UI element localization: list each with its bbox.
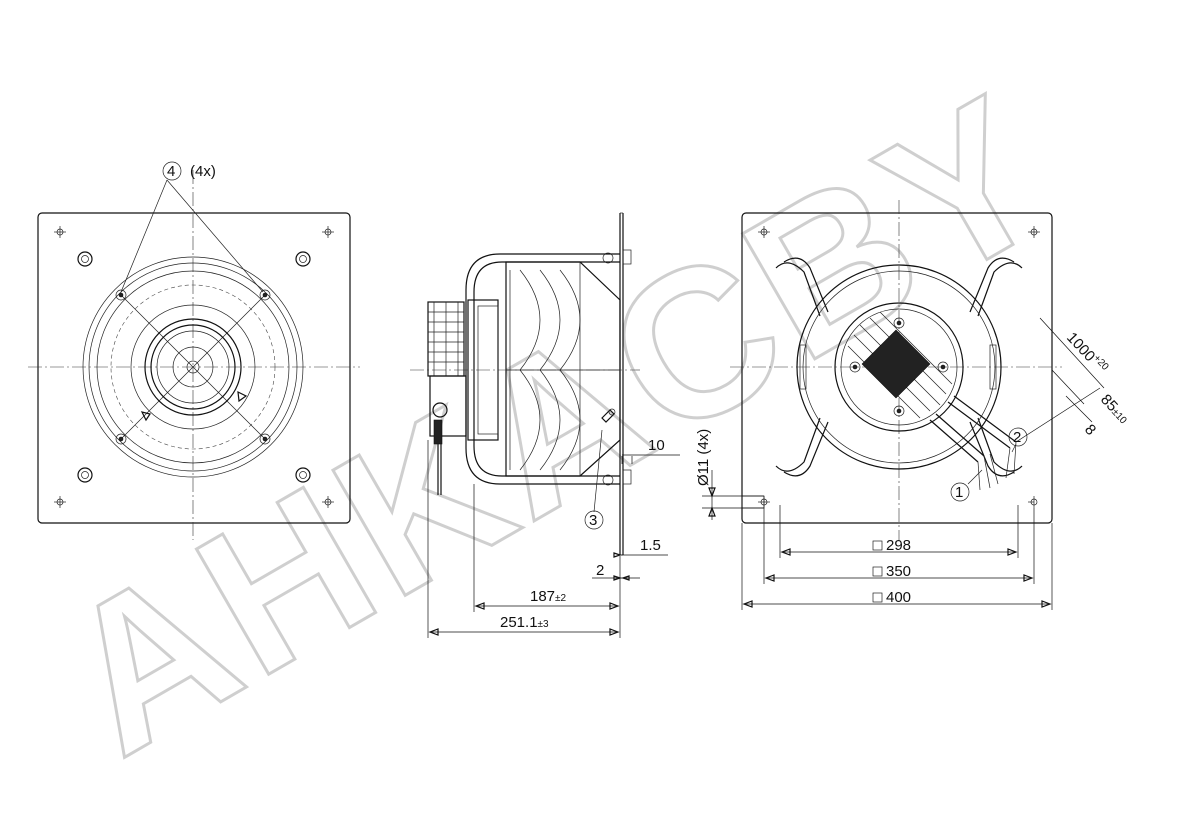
svg-text:187±2: 187±2 [530,588,567,605]
corner-holes [54,226,334,508]
svg-text:400: 400 [886,589,911,606]
callout-4: 4 (4x) [162,161,216,181]
svg-text:251.1±3: 251.1±3 [500,614,549,631]
svg-text:(4x): (4x) [190,163,216,180]
callout-2: 2 [1008,427,1028,453]
side-dimensions: 10 1.5 2 187±2 251.1±3 [427,437,680,638]
callout-1: 1 [950,469,983,502]
svg-text:2: 2 [1013,429,1021,446]
corner-feet [77,251,311,483]
svg-text:3: 3 [589,512,597,529]
svg-text:8: 8 [1081,421,1099,439]
svg-text:4: 4 [167,163,175,180]
svg-text:10: 10 [648,437,665,454]
svg-text:1000+20: 1000+20 [1063,328,1111,377]
inner-screws [115,289,271,445]
svg-text:1.5: 1.5 [640,537,661,554]
front-view [28,170,360,540]
svg-text:2: 2 [596,562,604,579]
svg-text:1: 1 [955,484,963,501]
svg-text:Ø11 (4x): Ø11 (4x) [695,429,712,486]
rear-view [730,200,1062,540]
side-view [410,212,640,556]
svg-text:85±10: 85±10 [1097,391,1132,427]
svg-text:350: 350 [886,563,911,580]
svg-text:298: 298 [886,537,911,554]
callout-3: 3 [584,510,604,530]
